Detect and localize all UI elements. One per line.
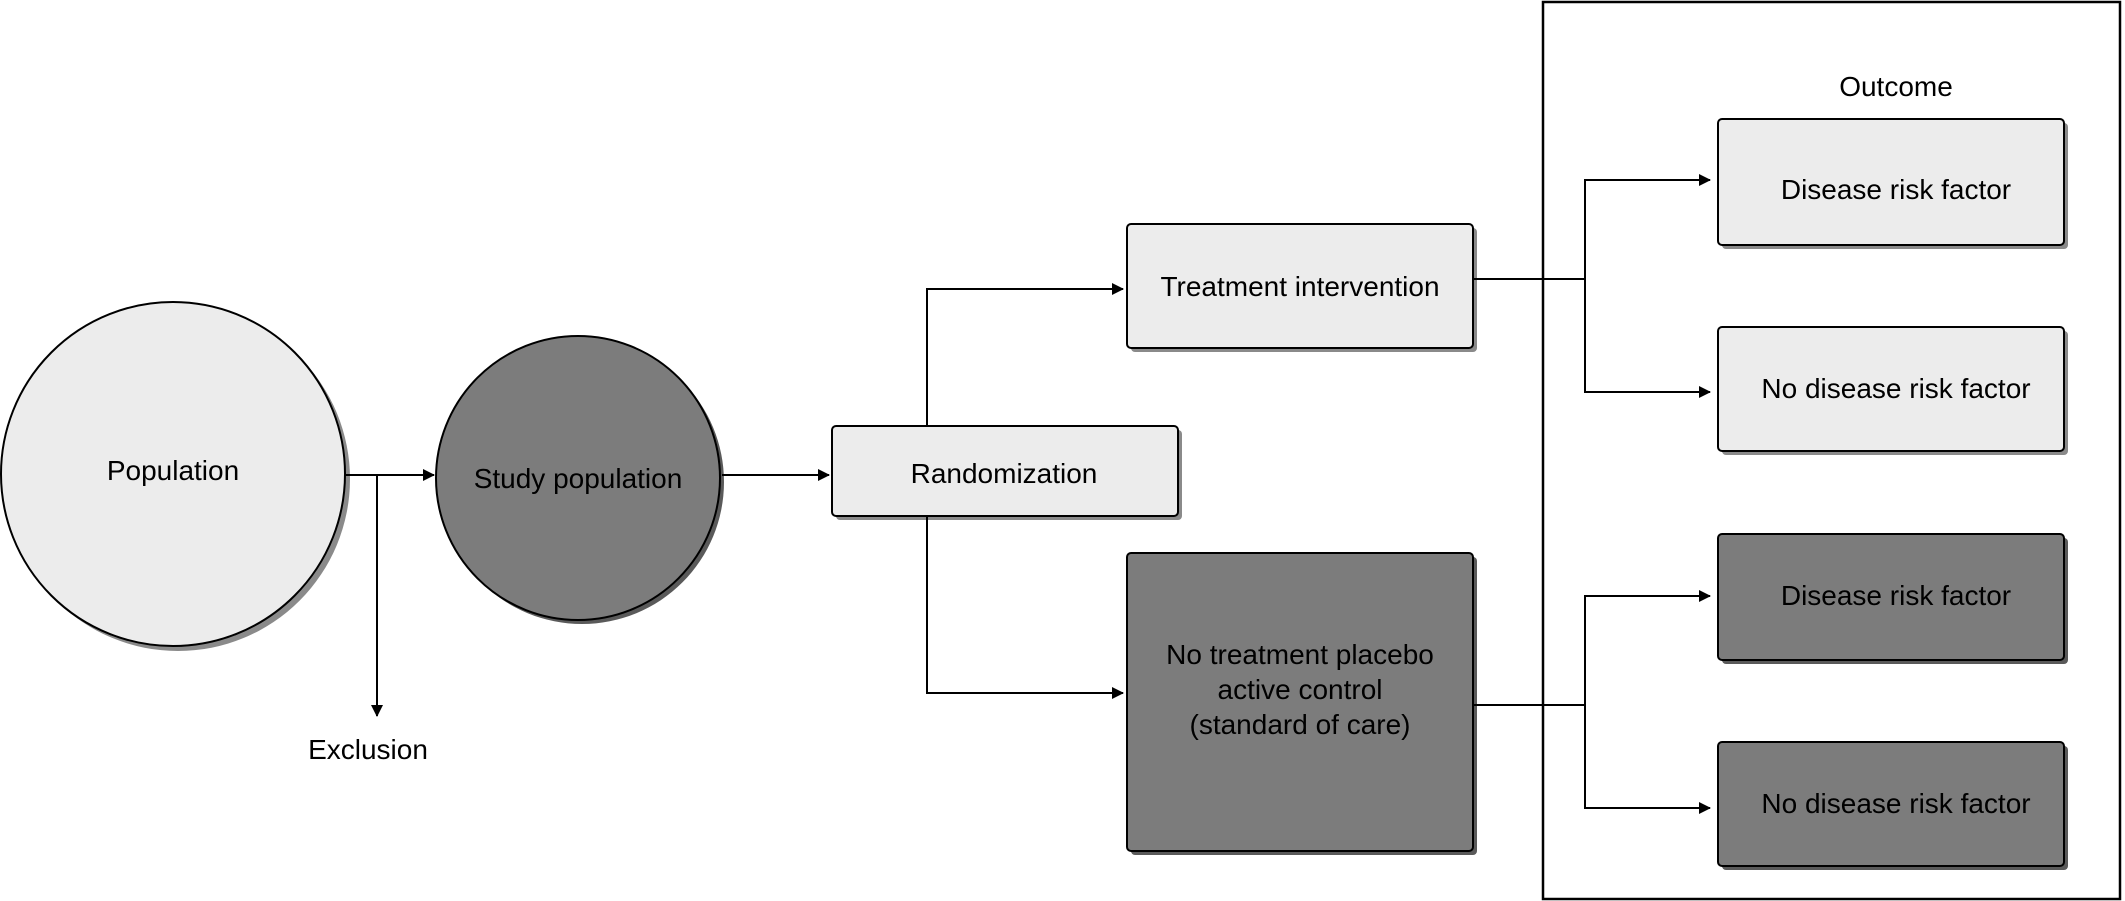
outcome-label: No disease risk factor <box>1761 373 2030 404</box>
outcome-control-no-disease-node: No disease risk factor <box>1717 741 2068 870</box>
control-label-line-2: active control <box>1218 674 1383 705</box>
randomization-to-treatment-connector <box>926 283 1124 426</box>
treatment-to-no-disease-connector <box>1584 279 1711 398</box>
outcome-treatment-no-disease-node: No disease risk factor <box>1717 326 2068 455</box>
outcome-label: Disease risk factor <box>1781 174 2011 205</box>
randomization-to-control-connector <box>926 516 1124 699</box>
randomization-label: Randomization <box>911 458 1098 489</box>
study-population-node: Study population <box>435 335 724 624</box>
control-node: No treatment placebo active control (sta… <box>1126 552 1477 855</box>
outcome-label: No disease risk factor <box>1761 788 2030 819</box>
exclusion-label: Exclusion <box>308 734 428 765</box>
control-to-disease-connector <box>1584 590 1711 705</box>
population-label: Population <box>107 455 239 486</box>
population-node: Population <box>0 301 350 651</box>
treatment-intervention-label: Treatment intervention <box>1160 271 1439 302</box>
outcome-frame <box>1541 0 2122 901</box>
study-population-label: Study population <box>474 463 683 494</box>
control-label-line-3: (standard of care) <box>1190 709 1411 740</box>
control-label-line-1: No treatment placebo <box>1166 639 1434 670</box>
treatment-to-disease-connector <box>1584 174 1711 279</box>
control-to-no-disease-connector <box>1584 705 1711 814</box>
treatment-intervention-node: Treatment intervention <box>1126 223 1477 352</box>
randomization-node: Randomization <box>831 425 1182 520</box>
outcome-control-disease-node: Disease risk factor <box>1717 533 2068 664</box>
outcome-treatment-disease-node: Disease risk factor <box>1717 118 2068 249</box>
outcome-heading: Outcome <box>1839 71 1953 102</box>
outcome-label: Disease risk factor <box>1781 580 2011 611</box>
